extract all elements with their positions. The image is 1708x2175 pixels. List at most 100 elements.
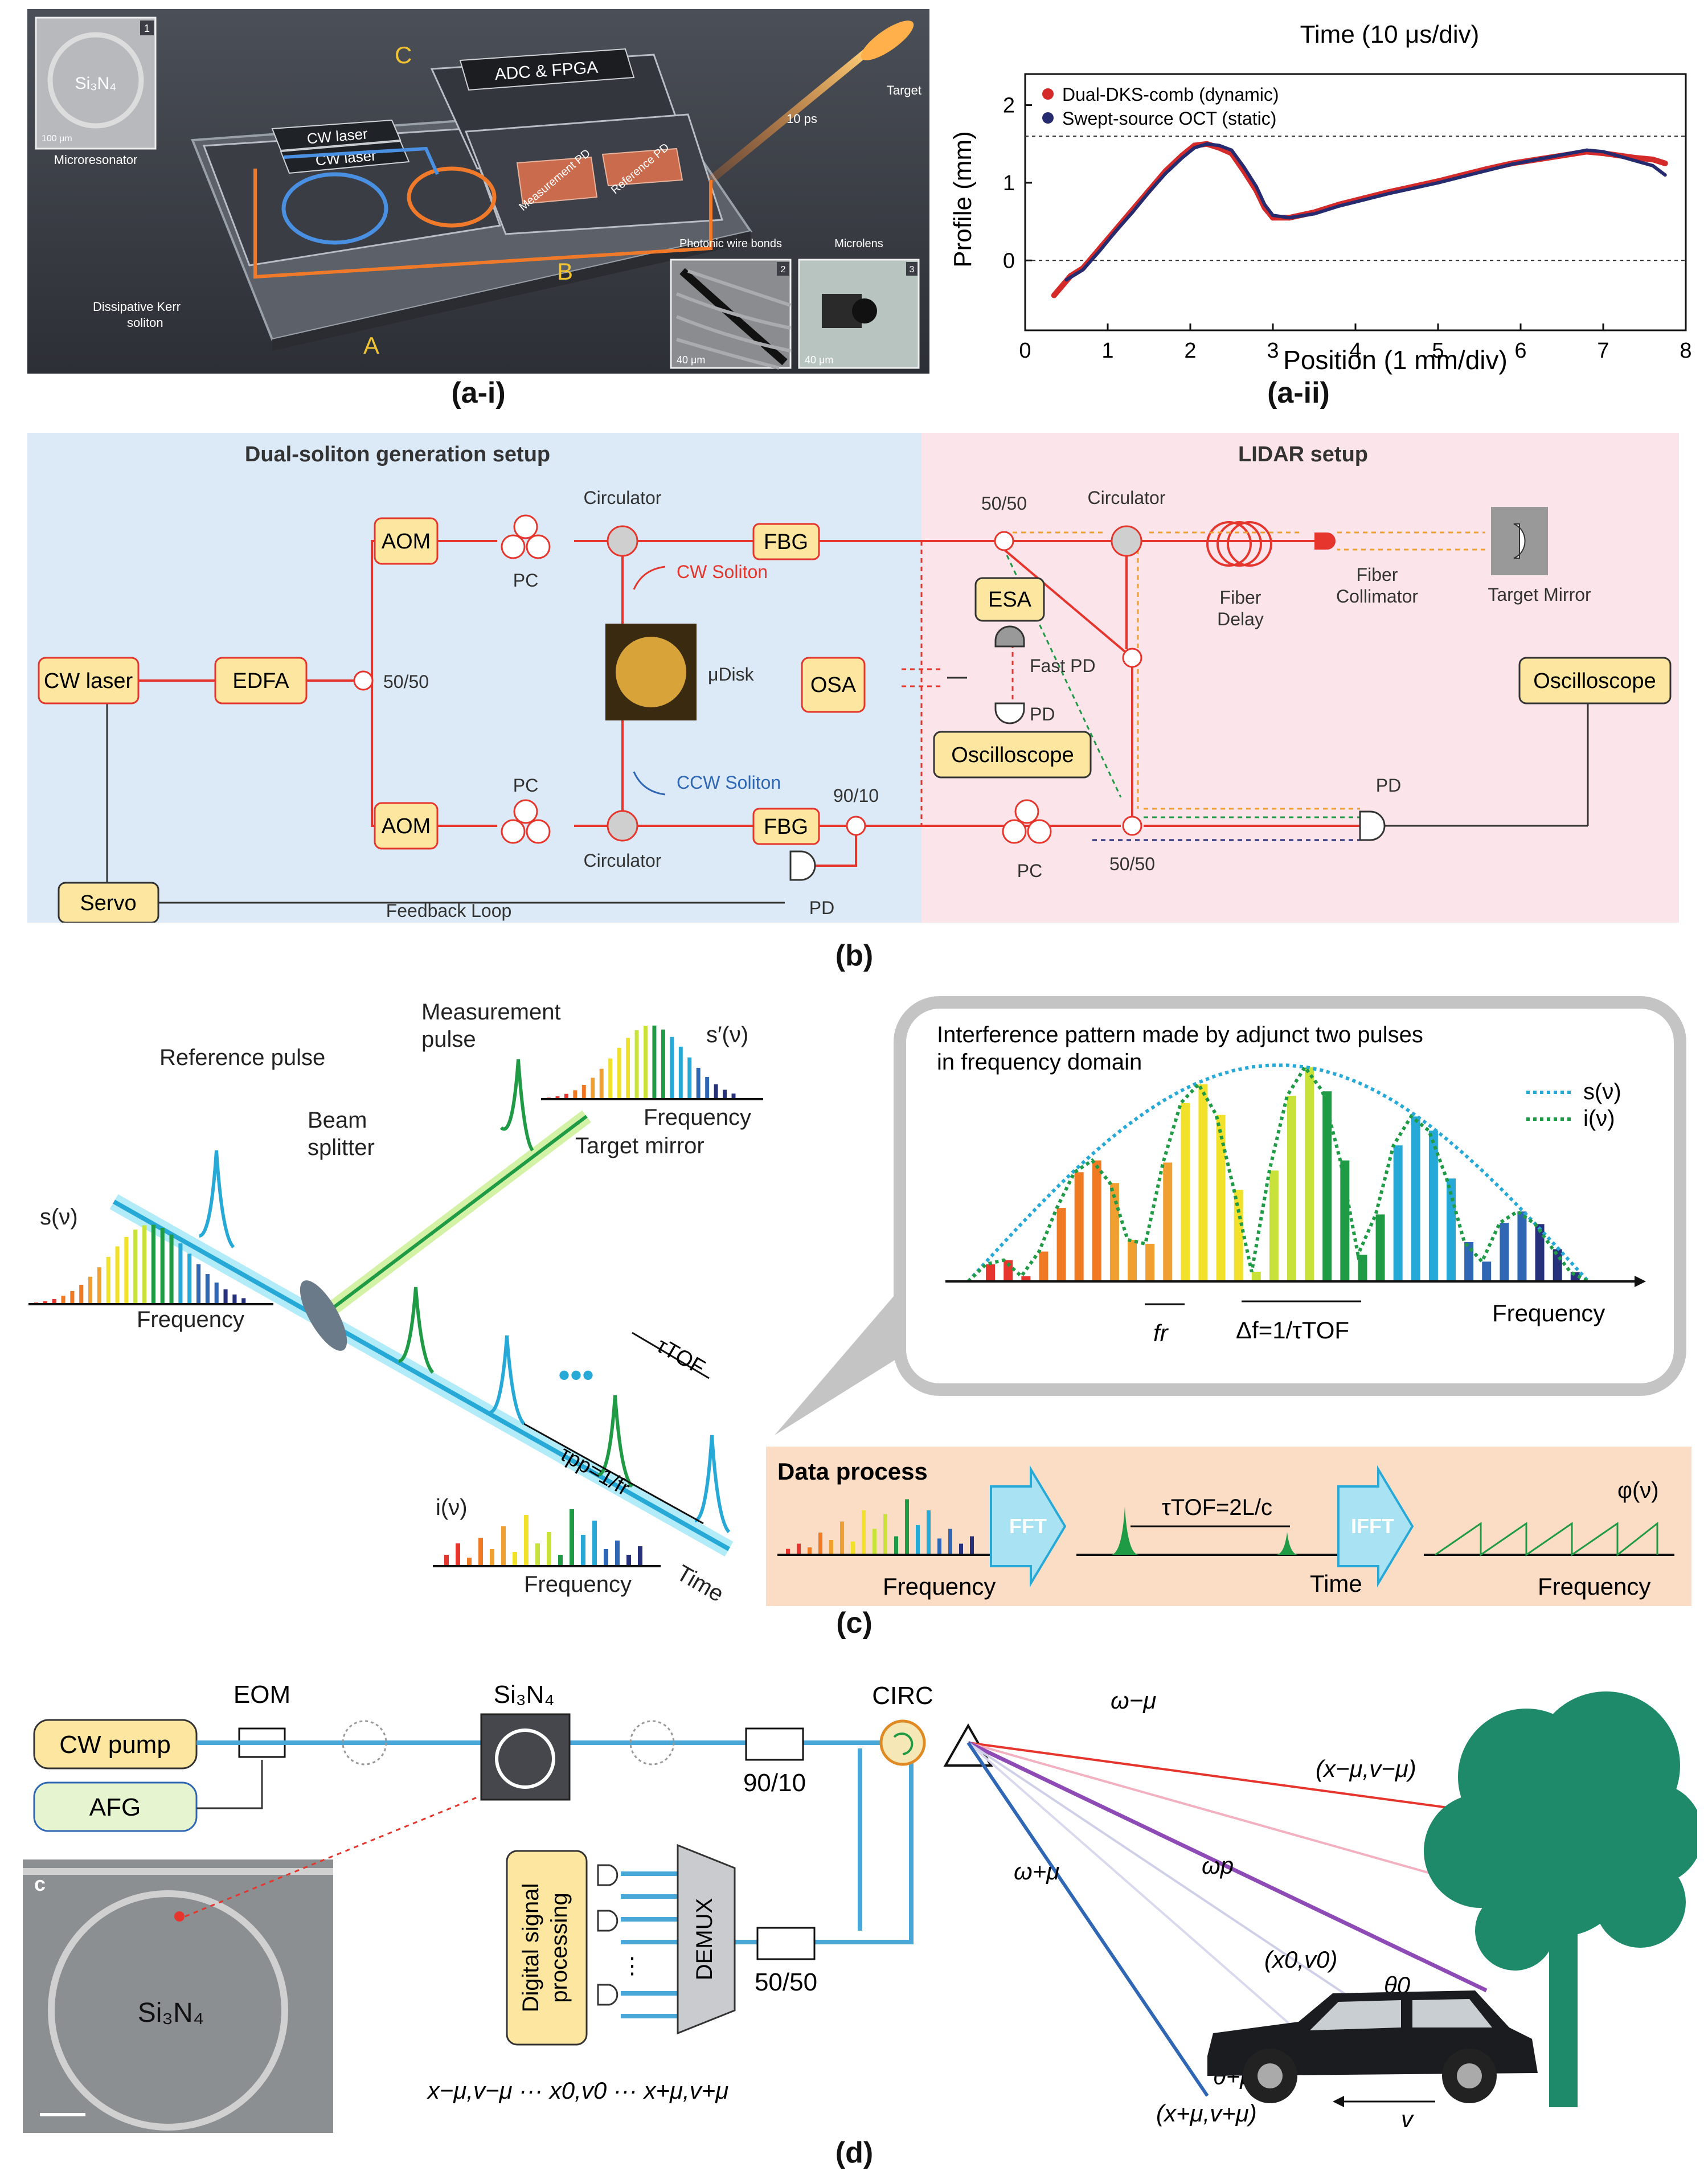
x-tick-label: 0 [1019,339,1031,363]
fbg-top-box [752,523,820,560]
legend-marker-0 [1042,88,1054,100]
interference-bar [1358,1255,1367,1281]
dsp-box [506,1850,588,2046]
data-point [1242,165,1246,169]
freq-i-label: Frequency [524,1572,632,1597]
spectral-line [731,1093,736,1099]
ring-blue [281,172,388,245]
osa-text: OSA [810,673,857,697]
osc2-text: Oscilloscope [1533,669,1656,693]
y-tick-label: 2 [1003,94,1015,118]
fiber-delay-text-1: Fiber [1220,587,1261,608]
servo-text: Servo [80,891,136,915]
spectral-line [592,1521,597,1566]
spectral-line [599,1068,604,1099]
spectral-line [714,1084,718,1099]
fast-pd-text: Fast PD [1030,656,1096,676]
panel-a-i: CW laser CW laser ADC & FPGA Measurement… [27,9,929,374]
data-point [1288,216,1291,220]
split-50-text: 50/50 [383,671,429,692]
demux-ellipsis: ⋮ [621,1953,644,1979]
interference-bar [1447,1178,1456,1281]
spectral-line [797,1543,801,1555]
spectral-line [851,1541,855,1555]
data-point [1662,160,1668,166]
spectral-line [705,1076,710,1099]
edfa-text: EDFA [232,669,289,693]
pd-osc-text: PD [1030,704,1055,724]
spectral-line [124,1236,129,1304]
spectral-line [187,1254,192,1304]
lidar-title: LIDAR setup [1238,443,1368,466]
dp-freq2-label: Frequency [1538,1573,1650,1600]
spectral-line [467,1558,472,1566]
fft-label: FFT [1009,1514,1047,1538]
data-point [1486,169,1489,173]
interference-bar [1482,1261,1492,1281]
spectral-line [97,1267,101,1304]
target-label: Target [887,83,921,97]
bubble-frequency-label: Frequency [1492,1300,1605,1326]
pulse-label: 10 ps [787,112,817,126]
pd-feedback [789,850,816,881]
x-tick-label: 7 [1597,339,1609,363]
legend-marker-1 [1042,112,1054,124]
legend-entry-1: Swept-source OCT (static) [1062,108,1276,129]
interference-bar [1092,1160,1101,1281]
panel-b: Dual-soliton generation setup LIDAR setu… [27,433,1679,924]
spectral-line [241,1298,246,1304]
microlens-label: Microlens [834,237,883,250]
s-spectrum [28,1224,273,1305]
interference-bar [1464,1242,1474,1281]
dp-freq1-label: Frequency [883,1573,996,1600]
wp-label: ωp [1202,1852,1234,1879]
spectral-line [608,1058,613,1099]
cw-pump-text: CW pump [59,1731,171,1759]
freq-s-label: Frequency [137,1307,244,1332]
data-point [1461,175,1465,178]
soliton-label-line1: Dissipative Kerr [93,300,181,314]
spectral-line [661,1029,665,1099]
data-point [1205,142,1209,146]
cw-laser-box [38,657,140,704]
data-point [1663,173,1667,177]
udisk-text: μDisk [708,664,755,685]
spectral-line [535,1543,540,1566]
splitter-9010 [745,1727,804,1761]
spectral-line [687,1057,692,1099]
spectral-line [456,1543,460,1566]
spectral-line [581,1085,586,1099]
y-tick-label: 1 [1003,171,1015,195]
afg-text: AFG [89,1793,141,1821]
point-minus-label: (x−μ,v−μ) [1316,1755,1416,1782]
interference-bar [1109,1183,1119,1281]
tof-equation: τTOF=2L/c [1162,1495,1272,1520]
aom-top-text: AOM [382,530,431,554]
fast-pd [994,625,1025,648]
spectral-line [581,1535,585,1566]
dsp-text-2: processing [547,1893,572,2002]
freq-sp-label: Frequency [644,1105,751,1130]
data-point [1180,156,1184,160]
label-a-i: (a-i) [451,376,506,409]
dsp-text-1: Digital signal [518,1883,543,2013]
data-point [1051,292,1057,298]
circ1-text: Circulator [584,488,662,508]
interference-bar [1305,1067,1314,1281]
spectral-line [142,1225,147,1304]
data-point [1635,159,1638,163]
y-tick-label: 0 [1003,249,1015,273]
spectral-line [513,1552,517,1566]
spectral-line [916,1525,920,1555]
spectral-line [818,1533,822,1555]
spectral-line [883,1514,887,1555]
interference-bar [1411,1116,1420,1281]
spectral-line [634,1030,639,1099]
split-9010-text: 90/10 [833,785,879,806]
microresonator-label: Microresonator [54,153,138,167]
spectral-line [61,1296,65,1304]
spectral-line [615,1541,620,1566]
interference-bar [1234,1190,1243,1281]
aom-bottom-text: AOM [382,814,431,838]
data-point [1362,198,1366,202]
